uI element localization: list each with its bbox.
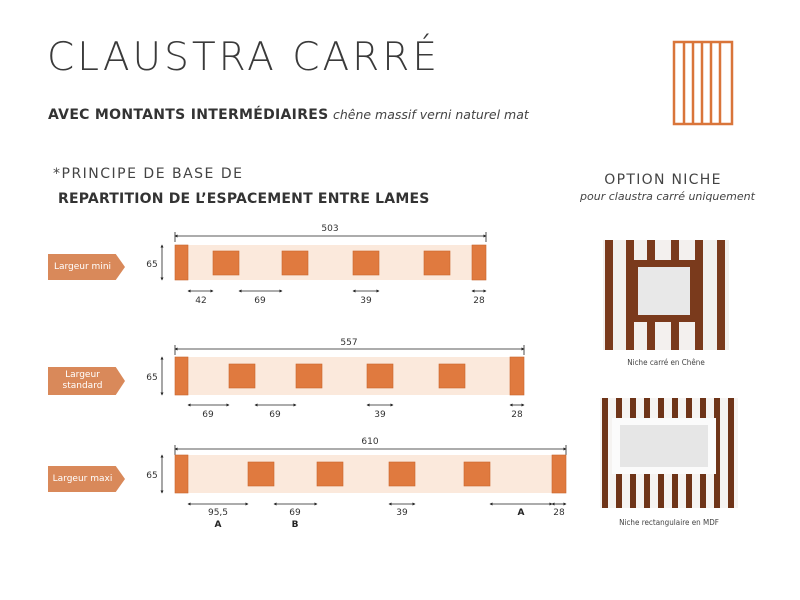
- slat: [366, 363, 394, 389]
- slat: [352, 250, 380, 276]
- diagram-mini: 503 65 42 69 39 28: [146, 224, 487, 306]
- dim-label: 28: [511, 410, 523, 420]
- end-post: [509, 356, 525, 396]
- principle-heading: *PRINCIPE DE BASE DE: [53, 166, 244, 182]
- row-label-mini: Largeur mini: [48, 254, 125, 280]
- end-post: [174, 244, 189, 281]
- oak-niche-caption: Niche carré en Chêne: [627, 358, 705, 367]
- dim-label: 69: [202, 410, 214, 420]
- row-label-standard: Largeur standard: [48, 367, 125, 395]
- total-width-label: 557: [340, 338, 357, 348]
- dim-label: 39: [396, 508, 408, 518]
- slat: [228, 363, 256, 389]
- slat-band: [175, 357, 524, 395]
- slat-band: [175, 455, 566, 493]
- slat: [316, 461, 344, 487]
- end-post: [551, 454, 567, 494]
- slat: [388, 461, 416, 487]
- mdf-niche-photo: [600, 398, 738, 508]
- diagram-maxi: 610 65 95,5 A 69 B 39 A 28: [146, 437, 567, 530]
- slat: [438, 363, 466, 389]
- end-post: [174, 356, 189, 396]
- total-width-label: 503: [321, 224, 338, 234]
- dim-label: 39: [374, 410, 386, 420]
- total-width-label: 610: [361, 437, 378, 447]
- slat: [281, 250, 309, 276]
- dim-label: 95,5: [208, 508, 228, 518]
- page-subtitle: AVEC MONTANTS INTERMÉDIAIRES chêne massi…: [48, 107, 529, 123]
- spacing-letter: A: [518, 508, 525, 518]
- claustra-panel-icon: [672, 40, 734, 126]
- slat: [423, 250, 451, 276]
- option-niche-title: OPTION NICHE: [604, 172, 722, 188]
- end-post: [471, 244, 487, 281]
- principle-subheading: REPARTITION DE L’ESPACEMENT ENTRE LAMES: [58, 191, 430, 207]
- height-label: 65: [146, 373, 157, 383]
- page-title: CLAUSTRA CARRÉ: [47, 35, 440, 80]
- option-niche-subtitle: pour claustra carré uniquement: [580, 190, 755, 203]
- height-label: 65: [146, 471, 157, 481]
- diagram-standard: 557 65 69 69 39 28: [146, 338, 525, 420]
- spacing-letter: A: [215, 520, 222, 530]
- spacing-letter: B: [292, 520, 299, 530]
- slat: [463, 461, 491, 487]
- oak-niche-photo: [603, 240, 729, 350]
- dim-label: 69: [269, 410, 281, 420]
- subtitle-strong: AVEC MONTANTS INTERMÉDIAIRES: [48, 107, 329, 123]
- subtitle-italic: chêne massif verni naturel mat: [332, 107, 529, 122]
- slat: [295, 363, 323, 389]
- dim-label: 69: [254, 296, 266, 306]
- height-label: 65: [146, 260, 157, 270]
- slat: [212, 250, 240, 276]
- slat: [247, 461, 275, 487]
- row-label-maxi: Largeur maxi: [48, 466, 125, 492]
- end-post: [174, 454, 189, 494]
- mdf-niche-caption: Niche rectangulaire en MDF: [619, 518, 719, 527]
- dim-label: 39: [360, 296, 372, 306]
- dim-label: 28: [553, 508, 565, 518]
- dim-label: 42: [195, 296, 206, 306]
- dim-label: 69: [289, 508, 301, 518]
- dim-label: 28: [473, 296, 485, 306]
